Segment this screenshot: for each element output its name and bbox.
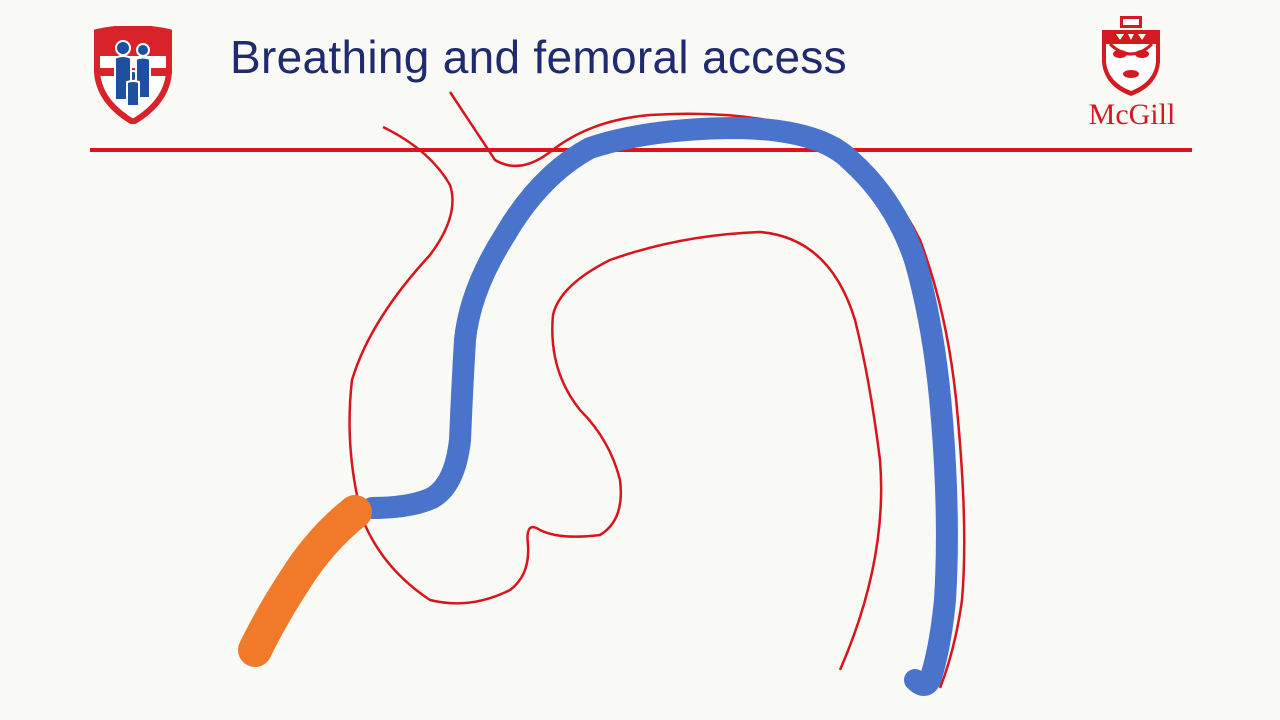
mcgill-wordmark: McGill (1088, 98, 1176, 131)
hospital-shield-logo (94, 26, 172, 124)
mcgill-crest-logo (1102, 16, 1160, 96)
vessel-wall-left (348, 125, 454, 501)
vessel-wall-inner (363, 230, 883, 671)
vessel-wall-arch (448, 91, 966, 689)
catheter (361, 117, 958, 696)
sheath (238, 495, 372, 667)
slide-title: Breathing and femoral access (230, 31, 847, 83)
